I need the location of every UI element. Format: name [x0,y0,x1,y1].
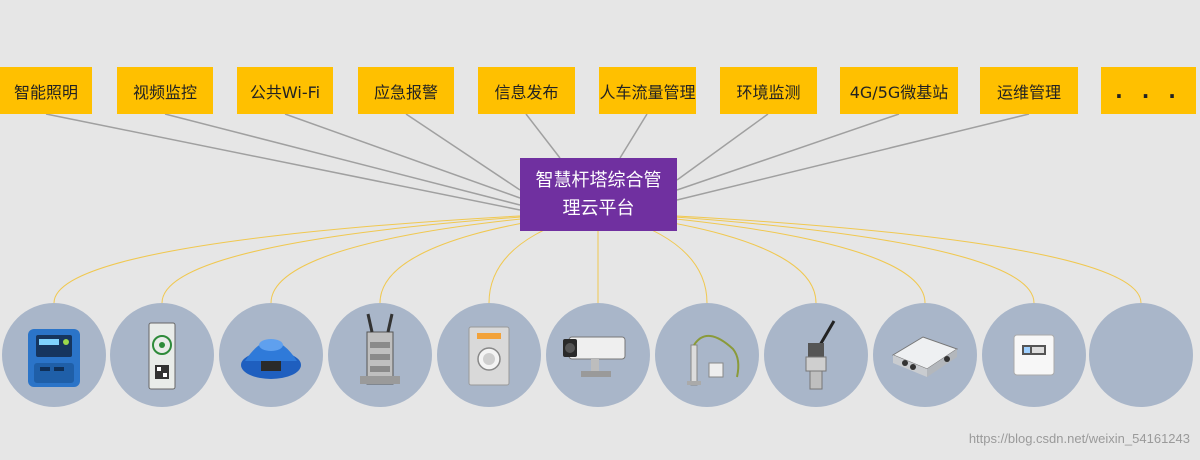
service-link [619,113,648,159]
service-link [525,113,561,159]
service-link [164,113,521,206]
service-link [45,113,521,211]
device-control-box [873,303,977,407]
probe-sensor-icon [805,320,836,390]
device-wall-sensor [982,303,1086,407]
tilt-sensor-icon [687,335,740,386]
antenna-module-icon [360,313,400,385]
dome-device-icon [241,339,301,379]
service-link [676,113,1030,201]
device-emergency-button [437,303,541,407]
device-antenna-module [328,303,432,407]
device-empty-slot [1089,303,1193,407]
device-smart-meter [2,303,106,407]
service-video: 视频监控 [117,67,213,114]
device-probe-sensor [764,303,868,407]
service-ops: 运维管理 [980,67,1078,114]
service-more: . . . [1101,67,1196,114]
service-link [676,113,769,181]
service-link [676,113,900,191]
service-traffic: 人车流量管理 [599,67,696,114]
device-link [53,211,599,304]
device-tilt-sensor [655,303,759,407]
service-base-station: 4G/5G微基站 [840,67,958,114]
wall-sensor-icon [1013,334,1055,376]
service-link [405,113,521,191]
watermark: https://blog.csdn.net/weixin_54161243 [968,431,1190,446]
service-info: 信息发布 [478,67,575,114]
emergency-button-icon [468,326,510,386]
smart-meter-icon [28,329,80,387]
surveillance-camera-icon [563,336,626,377]
device-link [597,211,1142,304]
device-controller-panel [110,303,214,407]
service-alarm: 应急报警 [358,67,454,114]
service-env: 环境监测 [720,67,817,114]
control-box-icon [891,336,959,377]
platform-hub: 智慧杆塔综合管理云平台 [520,158,677,231]
device-surveillance-camera [546,303,650,407]
service-lighting: 智能照明 [0,67,92,114]
device-dome [219,303,323,407]
service-link [284,113,521,199]
service-wifi: 公共Wi-Fi [237,67,333,114]
controller-panel-icon [148,322,176,390]
